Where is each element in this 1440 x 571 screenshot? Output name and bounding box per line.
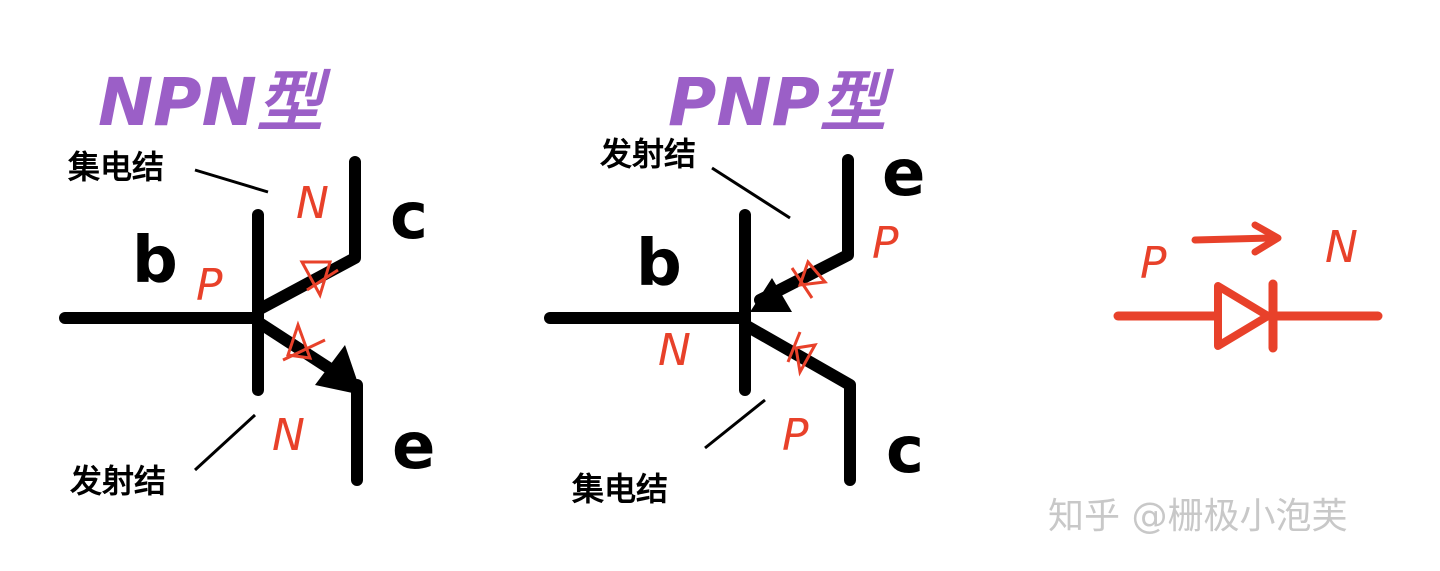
npn-emitter-arrow-line: [254, 316, 339, 378]
pnp-collector-terminal: c: [886, 414, 924, 488]
npn-emitter-terminal: e: [392, 410, 435, 484]
npn-collector-junction-label: 集电结: [67, 148, 164, 186]
npn-collector-region: N: [296, 178, 329, 229]
npn-emitter-diode-icon: [282, 320, 326, 362]
npn-collector-terminal: c: [390, 180, 428, 254]
diode-cathode-label: N: [1325, 222, 1358, 273]
npn-collector-junction-pointer: [194, 168, 269, 194]
arrow-head-icon: [1251, 221, 1282, 256]
pnp-emitter-diode-icon: [790, 259, 828, 299]
diode-symbol-icon: [1214, 282, 1272, 350]
npn-emitter-junction-label: 发射结: [70, 462, 166, 500]
diode-anode-label: P: [1140, 238, 1167, 289]
pnp-transistor: PNP型 发射结 集电结 P N P b e c: [544, 64, 925, 508]
npn-title: NPN型: [98, 64, 332, 141]
npn-emitter-arrowhead: [315, 345, 362, 395]
pnp-collector-diode-icon: [786, 331, 818, 377]
npn-collector-lead: [252, 156, 361, 316]
pnp-title: PNP型: [668, 64, 895, 141]
diode-direction-arrow: [1191, 234, 1276, 244]
npn-base-region: P: [196, 260, 223, 311]
pnp-collector-junction-pointer: [704, 398, 766, 450]
pnp-emitter-lead: [754, 154, 854, 306]
npn-collector-diode-icon: [299, 260, 339, 299]
pnp-emitter-arrowhead: [750, 278, 792, 312]
watermark: 知乎 @栅极小泡芙: [1048, 496, 1347, 537]
pnp-base-terminal: b: [636, 227, 682, 301]
npn-emitter-region: N: [272, 410, 305, 461]
npn-base-terminal: b: [132, 224, 178, 298]
npn-transistor: NPN型 集电结 发射结 N P N b c e: [59, 64, 435, 500]
pnp-collector-lead: [739, 319, 856, 486]
diode: P N: [1113, 221, 1383, 353]
pnp-emitter-region: P: [872, 218, 899, 269]
pnp-emitter-junction-pointer: [711, 166, 791, 220]
pnp-collector-junction-label: 集电结: [571, 470, 668, 508]
pnp-emitter-terminal: e: [882, 137, 925, 211]
pnp-collector-region: P: [782, 410, 809, 461]
npn-emitter-junction-pointer: [193, 413, 257, 472]
pnp-base-region: N: [658, 325, 691, 376]
pnp-emitter-junction-label: 发射结: [600, 135, 696, 173]
